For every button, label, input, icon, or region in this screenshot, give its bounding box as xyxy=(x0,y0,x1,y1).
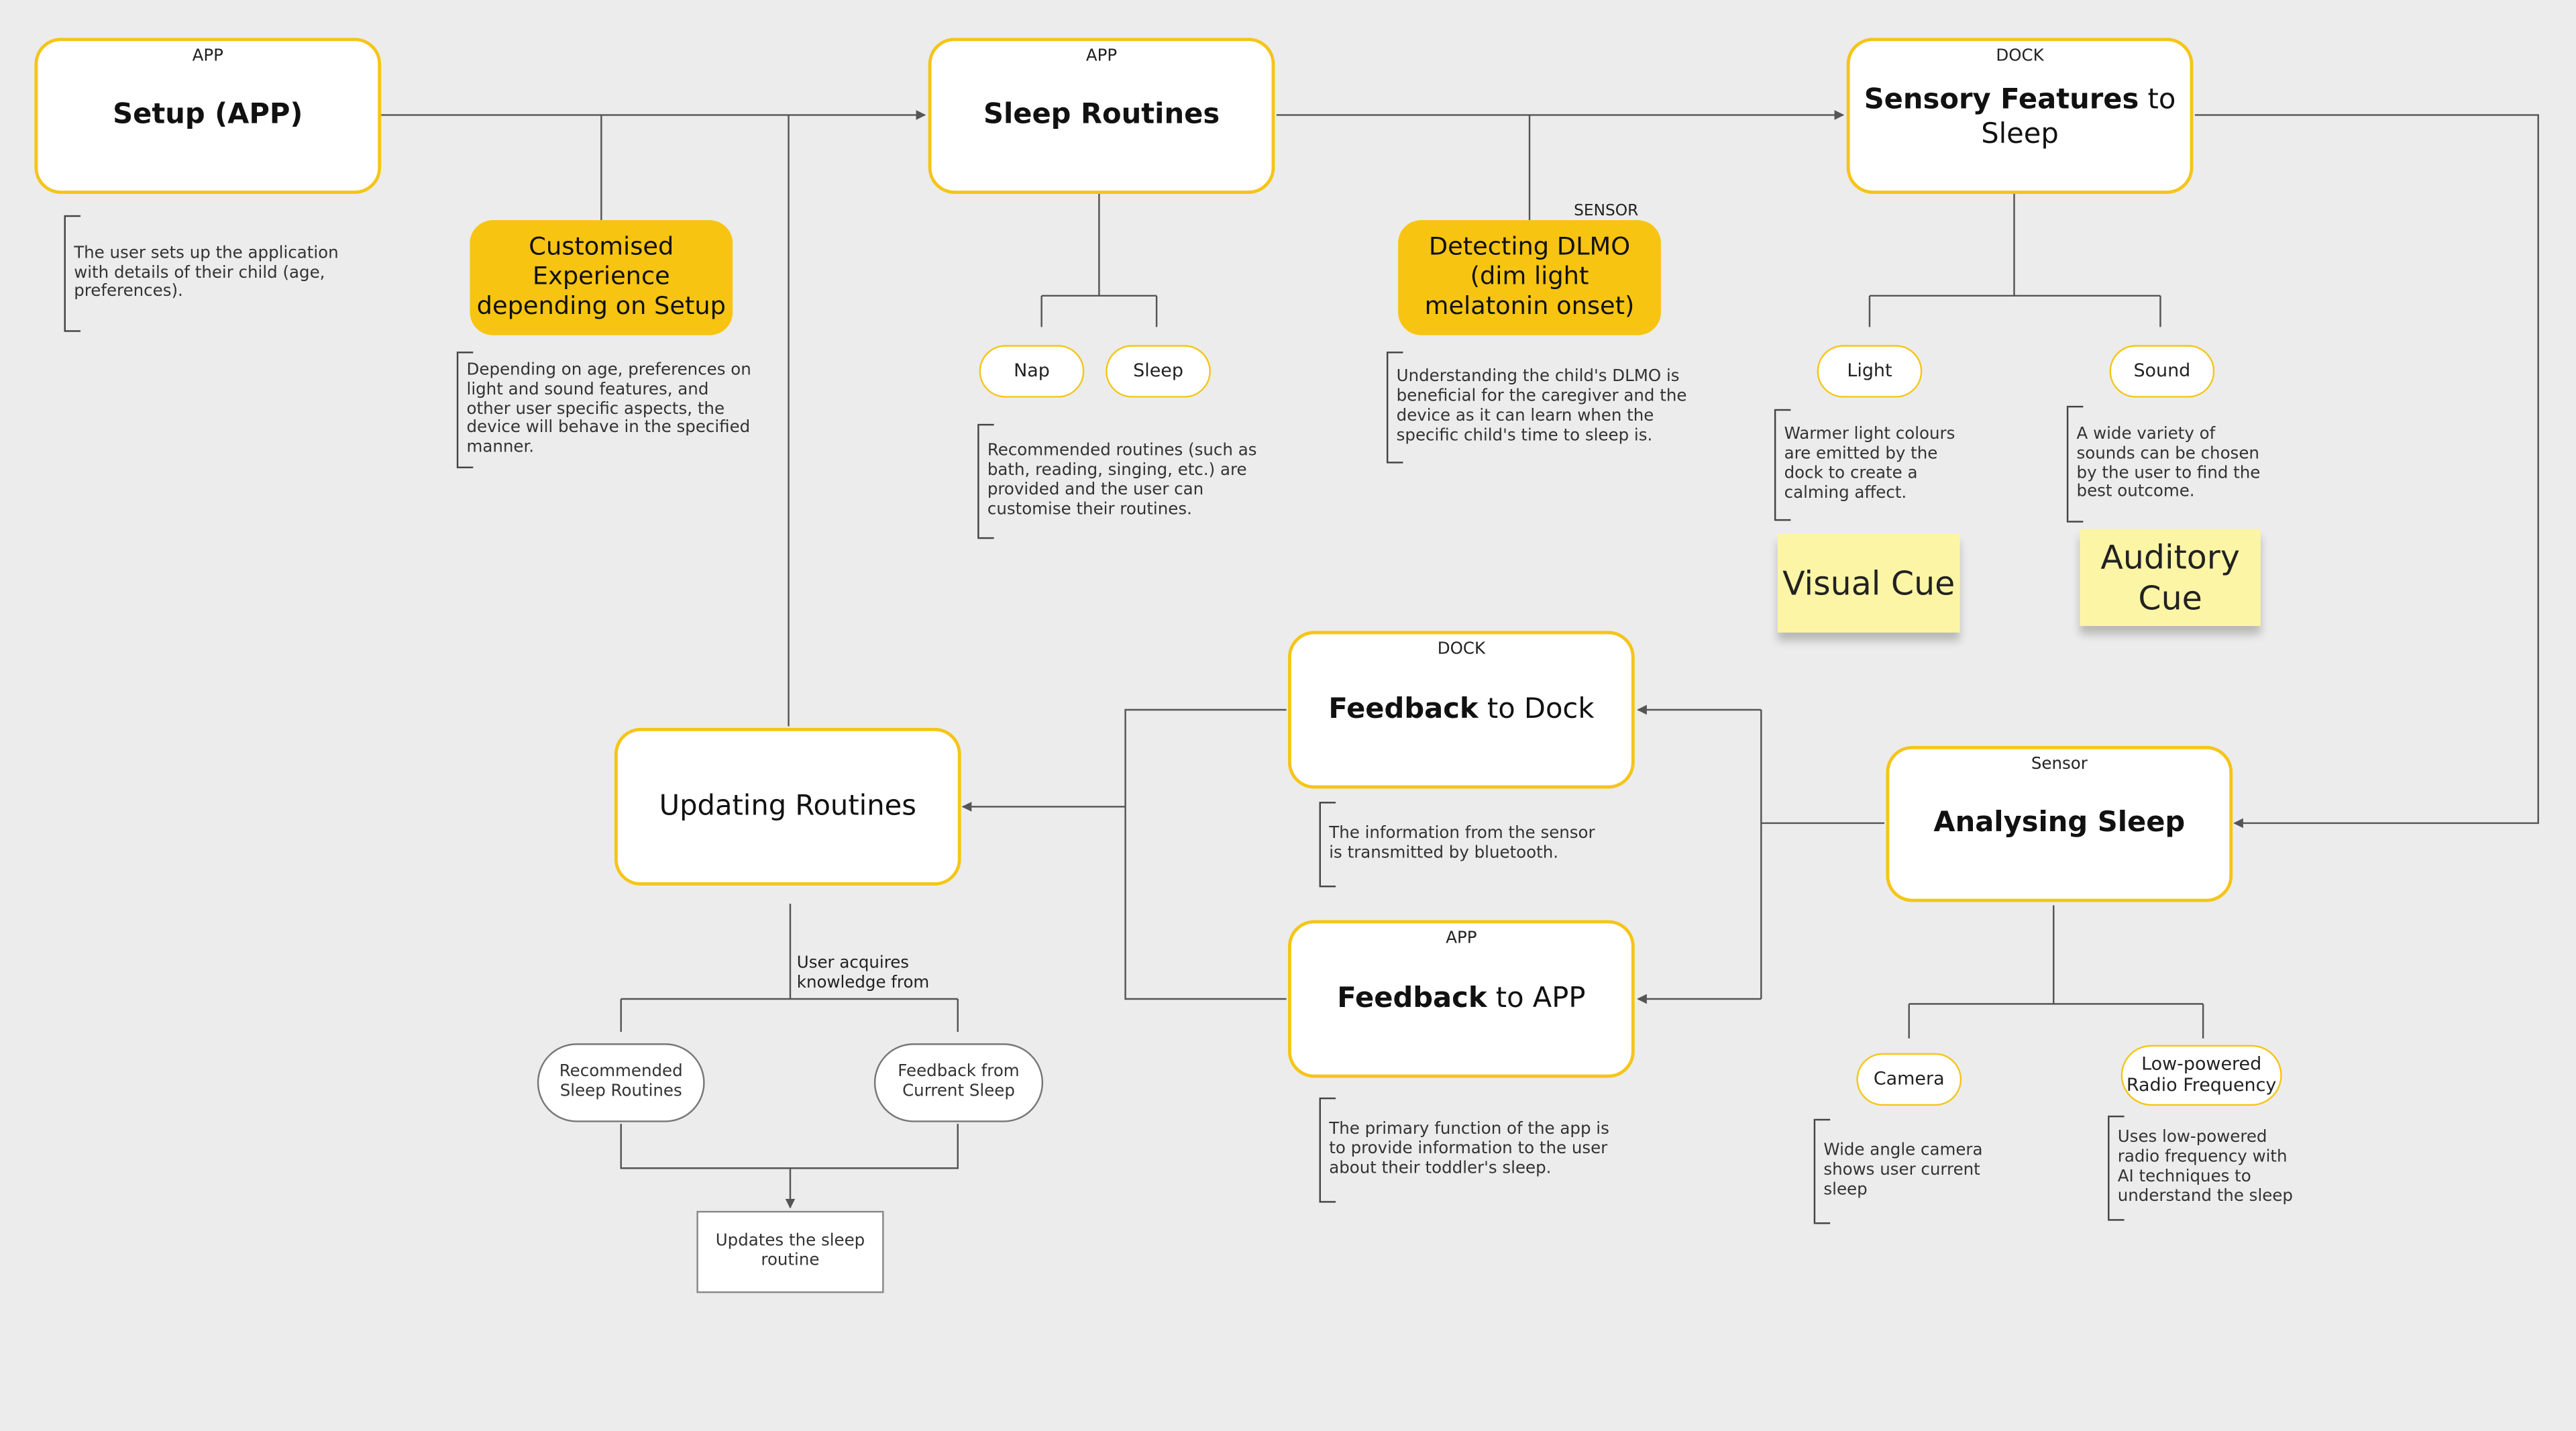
feedback-dock-title-bold: Feedback xyxy=(1328,692,1479,726)
sensory-title-rest: to Sleep xyxy=(1981,84,2176,151)
updating-routines-node[interactable]: Updating Routines xyxy=(614,727,961,886)
setup-tag: APP xyxy=(192,48,223,66)
setup-note: The user sets up the application with de… xyxy=(64,215,347,332)
detecting-dlmo-box[interactable]: Detecting DLMO (dim light melatonin onse… xyxy=(1398,220,1661,335)
customised-experience-box[interactable]: Customised Experience depending on Setup xyxy=(470,220,733,335)
update-flow-label: User acquires knowledge from xyxy=(796,954,930,993)
light-note: Warmer light colours are emitted by the … xyxy=(1774,409,1968,521)
light-pill[interactable]: Light xyxy=(1817,345,1923,398)
auditory-cue-sticky: Auditory Cue xyxy=(2080,529,2261,627)
sleep-routines-node[interactable]: APP Sleep Routines xyxy=(928,38,1275,194)
feedback-app-node[interactable]: APP Feedback to APP xyxy=(1288,920,1635,1078)
analysing-sleep-node[interactable]: Sensor Analysing Sleep xyxy=(1886,745,2233,902)
sound-note: A wide variety of sounds can be chosen b… xyxy=(2066,405,2267,523)
setup-node[interactable]: APP Setup (APP) xyxy=(34,38,382,194)
sleep-routines-title: Sleep Routines xyxy=(983,99,1220,132)
sleep-routines-tag: APP xyxy=(1085,48,1118,66)
recommended-routines-pill[interactable]: Recommended Sleep Routines xyxy=(537,1043,705,1122)
feedback-dock-node[interactable]: DOCK Feedback to Dock xyxy=(1288,631,1635,789)
customised-note: Depending on age, preferences on light a… xyxy=(456,352,753,468)
camera-pill[interactable]: Camera xyxy=(1856,1053,1962,1106)
radio-frequency-pill[interactable]: Low-powered Radio Frequency xyxy=(2121,1045,2282,1106)
analysing-tag: Sensor xyxy=(2031,755,2088,774)
nap-pill[interactable]: Nap xyxy=(979,345,1085,398)
updating-title: Updating Routines xyxy=(659,790,916,823)
visual-cue-sticky: Visual Cue xyxy=(1777,533,1960,633)
analysing-title: Analysing Sleep xyxy=(1933,807,2186,841)
feedback-current-sleep-pill[interactable]: Feedback from Current Sleep xyxy=(873,1043,1044,1122)
sensory-features-node[interactable]: DOCK Sensory Features to Sleep xyxy=(1846,38,2194,194)
feedback-app-title-bold: Feedback xyxy=(1337,982,1487,1015)
feedback-dock-note: The information from the sensor is trans… xyxy=(1319,802,1612,888)
sensory-tag: DOCK xyxy=(1996,48,2044,66)
sound-pill[interactable]: Sound xyxy=(2109,345,2215,398)
routines-note: Recommended routines (such as bath, read… xyxy=(977,423,1265,539)
feedback-app-note: The primary function of the app is to pr… xyxy=(1319,1097,1612,1203)
feedback-app-tag: APP xyxy=(1446,930,1477,949)
feedback-app-title-rest: to APP xyxy=(1487,982,1586,1015)
feedback-dock-title-rest: to Dock xyxy=(1478,692,1595,726)
dlmo-note: Understanding the child's DLMO is benefi… xyxy=(1386,352,1690,464)
updates-routine-box[interactable]: Updates the sleep routine xyxy=(696,1210,884,1293)
setup-title: Setup (APP) xyxy=(113,99,303,132)
sleep-pill[interactable]: Sleep xyxy=(1106,345,1211,398)
dlmo-tag: SENSOR xyxy=(1574,202,1639,221)
sensory-title-bold: Sensory Features xyxy=(1864,84,2139,117)
camera-note: Wide angle camera shows user current sle… xyxy=(1813,1118,1994,1224)
radio-note: Uses low-powered radio frequency with AI… xyxy=(2108,1115,2298,1221)
feedback-dock-tag: DOCK xyxy=(1437,641,1486,659)
